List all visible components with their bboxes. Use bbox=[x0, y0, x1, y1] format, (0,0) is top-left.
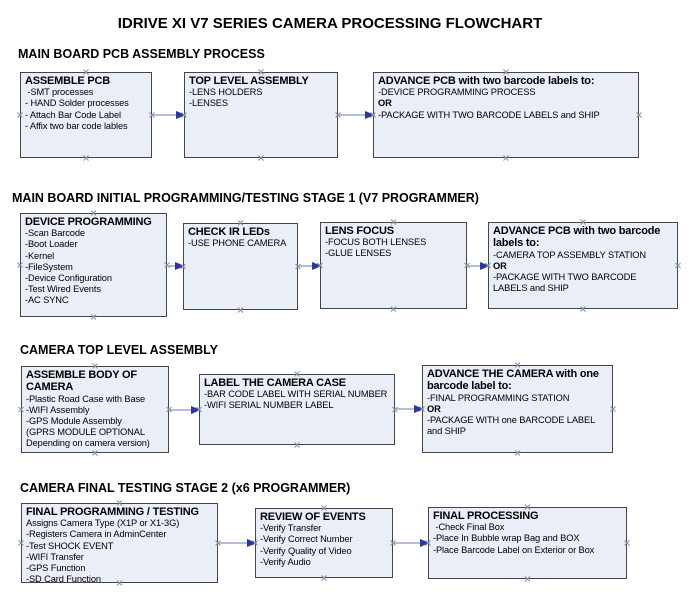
box-line: -SMT processes bbox=[25, 87, 94, 98]
flow-box-device-programming: DEVICE PROGRAMMING -Scan Barcode -Boot L… bbox=[20, 213, 167, 317]
box-title: LABEL THE CAMERA CASE bbox=[204, 377, 346, 389]
box-line: -Plastic Road Case with Base bbox=[26, 393, 146, 404]
box-line: -Verify Transfer bbox=[260, 523, 322, 534]
section-heading-pcb-assembly: MAIN BOARD PCB ASSEMBLY PROCESS bbox=[18, 47, 265, 61]
box-line: -Place In Bubble wrap Bag and BOX bbox=[433, 533, 580, 544]
box-line: -FINAL PROGRAMMING STATION bbox=[427, 392, 570, 403]
box-line-or: OR bbox=[378, 98, 392, 109]
box-line: Assigns Camera Type (X1P or X1-3G) bbox=[26, 518, 180, 529]
box-line: -GPS Module Assembly bbox=[26, 415, 122, 426]
flow-box-advance-camera: ADVANCE THE CAMERA with one barcode labe… bbox=[422, 365, 613, 453]
flow-box-assemble-body: ASSEMBLE BODY OF CAMERA -Plastic Road Ca… bbox=[21, 366, 169, 453]
flow-box-advance-pcb-to-camera-top: ADVANCE PCB with two barcode labels to: … bbox=[488, 222, 678, 309]
box-line: -Check Final Box bbox=[433, 522, 505, 533]
box-line: -LENS HOLDERS bbox=[189, 87, 263, 98]
box-line: -WIFI Assembly bbox=[26, 404, 90, 415]
box-line: - HAND Solder processes bbox=[25, 98, 129, 109]
box-title: REVIEW OF EVENTS bbox=[260, 511, 366, 523]
box-title: ADVANCE THE CAMERA with one barcode labe… bbox=[427, 368, 599, 393]
box-line: -PACKAGE WITH TWO BARCODE LABELS and SHI… bbox=[493, 271, 639, 294]
box-line: -Device Configuration bbox=[25, 272, 112, 283]
flowchart-title: IDRIVE XI V7 SERIES CAMERA PROCESSING FL… bbox=[117, 15, 543, 32]
box-line: -Registers Camera in AdminCenter bbox=[26, 529, 167, 540]
box-line: -Verify Quality of Video bbox=[260, 545, 352, 556]
box-title: ASSEMBLE BODY OF CAMERA bbox=[26, 369, 137, 394]
box-line: -Verify Audio bbox=[260, 556, 311, 567]
box-line: -FOCUS BOTH LENSES bbox=[325, 237, 427, 248]
box-line-or: OR bbox=[493, 260, 507, 271]
box-line: -CAMERA TOP ASSEMBLY STATION bbox=[493, 249, 647, 260]
box-line: -Verify Correct Number bbox=[260, 534, 353, 545]
flow-box-final-programming-testing: FINAL PROGRAMMING / TESTING Assigns Came… bbox=[21, 503, 218, 585]
box-line: -SD Card Function bbox=[26, 574, 101, 585]
box-title: TOP LEVEL ASSEMBLY bbox=[189, 75, 309, 87]
box-line: (GPRS MODULE OPTIONAL Depending on camer… bbox=[26, 427, 150, 449]
box-line: -Kernel bbox=[25, 250, 55, 261]
flow-box-assemble-pcb: ASSEMBLE PCB -SMT processes - HAND Solde… bbox=[20, 72, 152, 158]
section-heading-final-testing: CAMERA FINAL TESTING STAGE 2 (x6 PROGRAM… bbox=[20, 481, 351, 495]
box-line: -WIFI Transfer bbox=[26, 551, 84, 562]
box-line: - Attach Bar Code Label bbox=[25, 109, 121, 120]
box-line: - Affix two bar code lables bbox=[25, 120, 128, 131]
flow-box-label-camera-case: LABEL THE CAMERA CASE -BAR CODE LABEL WI… bbox=[199, 374, 395, 445]
box-line: -BAR CODE LABEL WITH SERIAL NUMBER bbox=[204, 389, 388, 400]
box-line: -WIFI SERIAL NUMBER LABEL bbox=[204, 400, 334, 411]
box-title: ADVANCE PCB with two barcode labels to: bbox=[493, 225, 661, 250]
box-line: -DEVICE PROGRAMMING PROCESS bbox=[378, 87, 536, 98]
box-line: -USE PHONE CAMERA bbox=[188, 238, 287, 249]
box-title: FINAL PROGRAMMING / TESTING bbox=[26, 506, 199, 518]
section-heading-top-level-assembly: CAMERA TOP LEVEL ASSEMBLY bbox=[20, 343, 218, 357]
box-line: -PACKAGE WITH one BARCODE LABEL and SHIP bbox=[427, 414, 598, 437]
box-line: -GPS Function bbox=[26, 562, 86, 573]
box-line: -Boot Loader bbox=[25, 239, 78, 250]
box-line: -FileSystem bbox=[25, 261, 73, 272]
box-line: -Test Wired Events bbox=[25, 284, 101, 295]
box-line: -LENSES bbox=[189, 98, 228, 109]
flow-box-lens-focus: LENS FOCUS -FOCUS BOTH LENSES -GLUE LENS… bbox=[320, 222, 467, 309]
box-title: CHECK IR LEDs bbox=[188, 226, 270, 238]
box-line: -GLUE LENSES bbox=[325, 248, 392, 259]
flow-box-final-processing: FINAL PROCESSING -Check Final Box -Place… bbox=[428, 507, 627, 579]
section-heading-stage1: MAIN BOARD INITIAL PROGRAMMING/TESTING S… bbox=[12, 191, 479, 205]
box-title: ADVANCE PCB with two barcode labels to: bbox=[378, 75, 595, 87]
box-title: FINAL PROCESSING bbox=[433, 510, 539, 522]
flow-box-advance-pcb-to-programming: ADVANCE PCB with two barcode labels to: … bbox=[373, 72, 639, 158]
box-title: LENS FOCUS bbox=[325, 225, 394, 237]
box-line: -Test SHOCK EVENT bbox=[26, 540, 114, 551]
flow-box-top-level-assembly: TOP LEVEL ASSEMBLY -LENS HOLDERS -LENSES bbox=[184, 72, 338, 158]
box-title: ASSEMBLE PCB bbox=[25, 75, 110, 87]
box-line: -Place Barcode Label on Exterior or Box bbox=[433, 544, 595, 555]
box-line: -Scan Barcode bbox=[25, 228, 85, 239]
flow-box-check-ir-leds: CHECK IR LEDs -USE PHONE CAMERA bbox=[183, 223, 298, 310]
box-line-or: OR bbox=[427, 403, 441, 414]
box-line: -PACKAGE WITH TWO BARCODE LABELS and SHI… bbox=[378, 109, 600, 120]
box-line: -AC SYNC bbox=[25, 295, 69, 306]
flow-box-review-of-events: REVIEW OF EVENTS -Verify Transfer -Verif… bbox=[255, 508, 393, 578]
box-title: DEVICE PROGRAMMING bbox=[25, 216, 152, 228]
